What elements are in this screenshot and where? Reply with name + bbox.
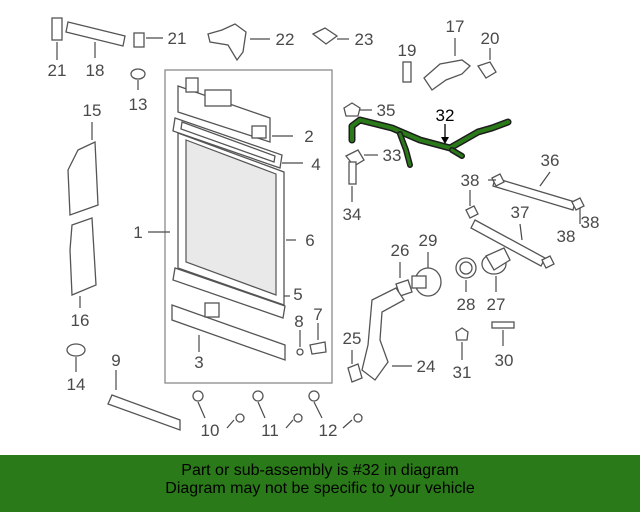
part-17-hose[interactable] (423, 38, 471, 91)
callout-16: 16 (71, 311, 90, 330)
callout-4: 4 (311, 155, 320, 174)
info-banner: Part or sub-assembly is #32 in diagram D… (0, 455, 640, 512)
part-6-radiator-core[interactable] (148, 132, 296, 306)
callout-21-right: 21 (168, 29, 187, 48)
part-15-side-seal[interactable] (67, 122, 99, 216)
part-25-clamp[interactable] (347, 350, 363, 383)
part-16-side-seal[interactable] (69, 217, 97, 308)
callout-17: 17 (446, 17, 465, 36)
callout-6: 6 (305, 231, 314, 250)
part-5-gasket[interactable] (172, 267, 290, 319)
part-13-cap[interactable] (130, 68, 146, 90)
callout-28: 28 (457, 295, 476, 314)
part-18-hose[interactable] (65, 21, 126, 58)
part-2-upper-tank[interactable] (177, 77, 293, 143)
part-23-gasket[interactable] (311, 27, 349, 45)
part-35-nut[interactable] (343, 102, 372, 117)
callout-38-left: 38 (557, 227, 576, 246)
callout-35: 35 (377, 101, 396, 120)
part-36-bypass-pipe[interactable] (492, 171, 576, 211)
callout-13: 13 (129, 95, 148, 114)
part-12-washer[interactable] (308, 390, 363, 429)
part-21-clamp-left[interactable] (51, 17, 63, 60)
part-27-thermostat[interactable] (481, 247, 511, 292)
part-4-gasket[interactable] (172, 117, 303, 169)
callout-34: 34 (343, 205, 362, 224)
part-21-clamp-right[interactable] (133, 32, 163, 48)
part-20-clamp[interactable] (476, 48, 497, 79)
callout-23: 23 (355, 30, 374, 49)
part-38-clamps[interactable] (465, 173, 585, 269)
part-10-washer[interactable] (192, 390, 245, 429)
part-29-inlet[interactable] (411, 252, 442, 297)
callout-9: 9 (111, 351, 120, 370)
part-7-drain-cock[interactable] (309, 323, 327, 355)
callout-32: 32 (436, 106, 455, 125)
part-24-hose[interactable] (361, 287, 412, 381)
part-19-hose[interactable] (402, 61, 412, 83)
part-28-gasket[interactable] (455, 257, 477, 292)
callout-2: 2 (304, 127, 313, 146)
callout-1: 1 (133, 223, 142, 242)
part-9-lower-pipe[interactable] (107, 370, 181, 431)
callout-29: 29 (419, 231, 438, 250)
callout-11: 11 (261, 421, 279, 440)
callout-20: 20 (481, 29, 500, 48)
part-31-nut[interactable] (455, 327, 469, 360)
callout-3: 3 (194, 353, 203, 372)
banner-line-1: Part or sub-assembly is #32 in diagram (181, 462, 459, 479)
callout-14: 14 (67, 375, 86, 394)
callout-27: 27 (487, 295, 506, 314)
callout-30: 30 (495, 351, 514, 370)
part-3-lower-tank[interactable] (171, 302, 286, 361)
callout-25: 25 (343, 329, 362, 348)
callout-19: 19 (398, 41, 417, 60)
callout-38-top: 38 (461, 171, 480, 190)
banner-line-2: Diagram may not be specific to your vehi… (165, 480, 475, 497)
radiator-assembly-frame (164, 69, 333, 384)
callout-8: 8 (294, 312, 303, 331)
part-30-bolt[interactable] (491, 321, 515, 346)
callout-12: 12 (319, 421, 338, 440)
callout-33: 33 (383, 146, 402, 165)
callout-37: 37 (511, 203, 530, 222)
part-32-water-pipe[interactable] (348, 116, 512, 168)
callout-36: 36 (541, 151, 560, 170)
part-11-washer[interactable] (252, 390, 303, 429)
callout-24: 24 (417, 357, 436, 376)
callout-38-mid: 38 (581, 213, 600, 232)
part-8-drain-plug[interactable] (296, 330, 304, 356)
callout-31: 31 (453, 363, 472, 382)
callout-10: 10 (201, 421, 220, 440)
callout-5: 5 (293, 285, 302, 304)
part-37-bypass-pipe[interactable] (470, 219, 546, 267)
part-14-mount-cushion[interactable] (66, 343, 86, 372)
callout-21-left: 21 (48, 61, 67, 80)
callout-7: 7 (313, 305, 322, 324)
callout-22: 22 (276, 30, 295, 49)
callout-18: 18 (86, 61, 105, 80)
part-34-bolt[interactable] (348, 161, 357, 202)
callout-15: 15 (83, 101, 102, 120)
callout-26: 26 (391, 241, 410, 260)
part-22-water-outlet[interactable] (207, 23, 270, 62)
parts-diagram: 1 2 3 4 5 6 7 8 9 10 11 12 13 14 15 16 1… (48, 17, 600, 440)
